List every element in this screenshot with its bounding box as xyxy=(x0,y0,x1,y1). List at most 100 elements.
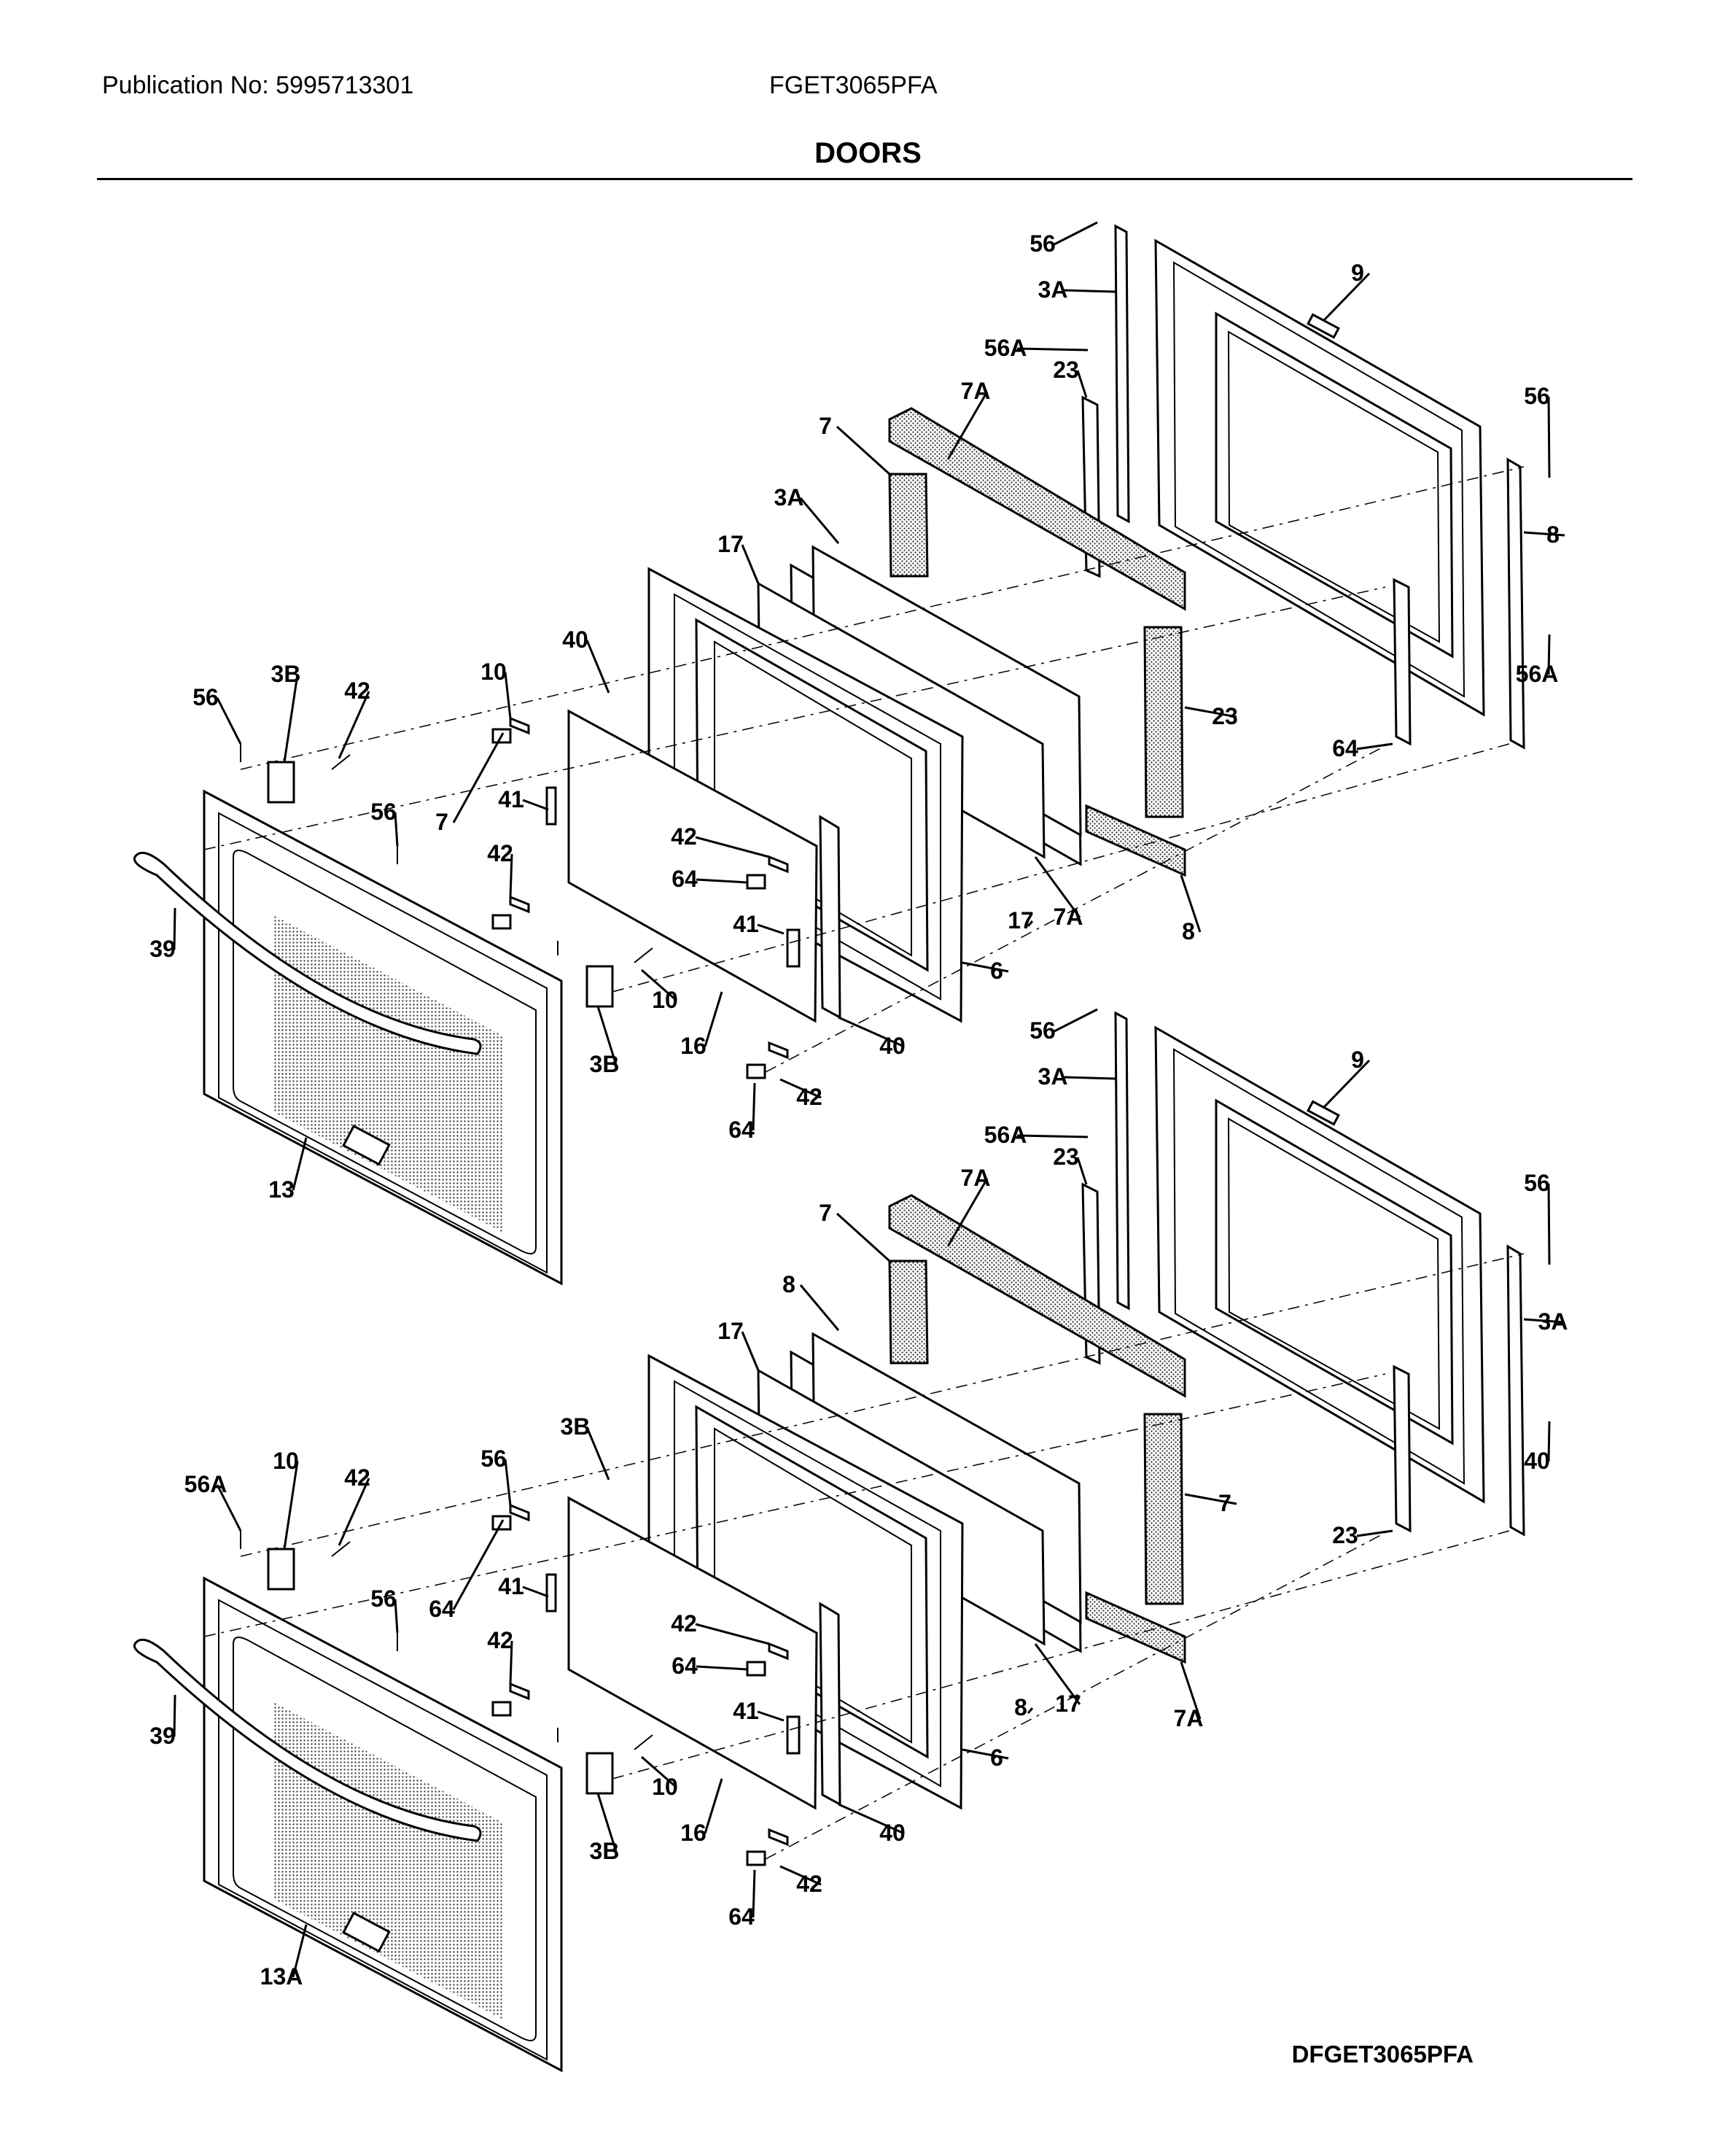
lower-callout-3a: 3A xyxy=(1538,1308,1568,1335)
upper-leader-line xyxy=(757,923,785,935)
upper-leader-line xyxy=(522,799,549,811)
lower-leader-line xyxy=(596,1793,618,1852)
upper-leader-line xyxy=(585,640,610,694)
lower-callout-40: 40 xyxy=(1524,1448,1550,1474)
upper-leader-line xyxy=(504,672,512,719)
upper-callout-10: 10 xyxy=(480,659,507,685)
lower-callout-9: 9 xyxy=(1351,1047,1364,1073)
model-number: FGET3065PFA xyxy=(769,71,938,99)
lower-leader-line xyxy=(838,1803,905,1835)
upper-leader-line xyxy=(1034,856,1081,918)
upper-leader-line xyxy=(704,991,723,1047)
lower-callout-56: 56 xyxy=(370,1586,397,1612)
lower-callout-64: 64 xyxy=(728,1903,755,1930)
lower-leader-line xyxy=(292,1924,308,1978)
lower-leader-line xyxy=(585,1427,610,1480)
upper-leader-line xyxy=(962,961,1009,973)
lower-callout-39: 39 xyxy=(149,1723,176,1749)
upper-leader-line xyxy=(283,674,299,763)
lower-leader-line xyxy=(394,1599,399,1634)
lower-leader-line xyxy=(509,1640,513,1685)
upper-leader-line xyxy=(779,1078,822,1099)
lower-callout-3b: 3B xyxy=(590,1838,620,1864)
lower-callout-64: 64 xyxy=(672,1653,698,1679)
lower-leader-line xyxy=(1064,1076,1116,1080)
lower-callout-7: 7 xyxy=(819,1200,832,1226)
upper-callout-7: 7 xyxy=(435,809,448,835)
lower-leader-line xyxy=(641,1755,677,1789)
section-title: DOORS xyxy=(814,137,922,169)
lower-leader-line xyxy=(1054,1008,1098,1033)
upper-callout-42: 42 xyxy=(796,1084,822,1110)
upper-callout-56: 56 xyxy=(192,684,219,710)
upper-callout-13: 13 xyxy=(268,1176,295,1203)
upper-leader-line xyxy=(946,391,989,460)
upper-callout-56: 56 xyxy=(1029,230,1056,257)
upper-leader-line xyxy=(695,836,770,858)
upper-callout-10: 10 xyxy=(652,987,678,1013)
upper-leader-line xyxy=(641,969,677,1002)
upper-callout-6: 6 xyxy=(990,958,1003,984)
lower-callout-23: 23 xyxy=(1332,1522,1358,1548)
publication-number: Publication No: 5995713301 xyxy=(102,71,414,99)
upper-callout-3b: 3B xyxy=(271,661,301,687)
upper-leader-line xyxy=(1054,221,1098,246)
lower-callout-41: 41 xyxy=(498,1573,524,1599)
upper-leader-line xyxy=(1027,920,1034,927)
upper-leader-line xyxy=(509,853,513,898)
lower-callout-7a: 7A xyxy=(1174,1705,1204,1731)
upper-callout-3a: 3A xyxy=(774,484,804,511)
lower-leader-line xyxy=(1016,1134,1089,1138)
lower-callout-41: 41 xyxy=(733,1698,759,1724)
lower-callout-17: 17 xyxy=(1055,1691,1081,1717)
upper-callout-3b: 3B xyxy=(590,1051,620,1077)
upper-leader-line xyxy=(1076,370,1088,398)
upper-leader-line xyxy=(338,691,370,759)
upper-callout-64: 64 xyxy=(1332,735,1358,761)
upper-leader-line xyxy=(799,497,840,544)
lower-leader-line xyxy=(216,1484,242,1532)
upper-callout-56: 56 xyxy=(1524,383,1550,409)
lower-callout-3b: 3B xyxy=(561,1413,591,1440)
upper-leader-line xyxy=(1523,531,1565,537)
upper-callout-17: 17 xyxy=(1008,907,1034,934)
lower-callout-13a: 13A xyxy=(260,1963,303,1990)
lower-callout-7a: 7A xyxy=(961,1165,991,1191)
lower-leader-line xyxy=(962,1748,1009,1760)
upper-callout-16: 16 xyxy=(680,1033,707,1059)
lower-callout-10: 10 xyxy=(273,1448,299,1474)
upper-callout-17: 17 xyxy=(717,531,744,557)
lower-leader-line xyxy=(338,1478,370,1546)
lower-callout-8: 8 xyxy=(782,1271,795,1297)
upper-leader-line xyxy=(752,1082,756,1131)
upper-callout-56a: 56A xyxy=(1516,661,1559,687)
upper-leader-line xyxy=(1016,347,1089,352)
lower-leader-line xyxy=(695,1623,770,1645)
upper-leader-line xyxy=(696,878,748,884)
lower-leader-line xyxy=(1322,1059,1371,1109)
upper-door-assembly: 563A956A237A7563A81756A403B4210567236441… xyxy=(133,221,1565,1285)
upper-callout-56a: 56A xyxy=(984,335,1027,361)
lower-leader-line xyxy=(704,1778,723,1834)
lower-leader-line xyxy=(1523,1318,1565,1324)
upper-callout-3a: 3A xyxy=(1038,276,1068,303)
lower-leader-line xyxy=(522,1586,549,1598)
upper-leader-line xyxy=(292,1137,308,1191)
lower-callout-10: 10 xyxy=(652,1774,678,1800)
upper-leader-line xyxy=(173,907,176,950)
upper-callout-56: 56 xyxy=(370,799,397,825)
lower-callout-23: 23 xyxy=(1053,1144,1079,1170)
upper-callout-42: 42 xyxy=(344,678,370,704)
lower-leader-line xyxy=(836,1212,891,1262)
upper-callout-8: 8 xyxy=(1546,521,1560,548)
lower-callout-42: 42 xyxy=(487,1627,513,1653)
upper-leader-line xyxy=(452,732,505,823)
upper-callout-8: 8 xyxy=(1182,918,1195,944)
lower-callout-16: 16 xyxy=(680,1820,707,1846)
lower-callout-56a: 56A xyxy=(984,1122,1027,1148)
lower-callout-56a: 56A xyxy=(184,1471,227,1497)
upper-callout-9: 9 xyxy=(1351,260,1364,286)
upper-leader-line xyxy=(596,1006,618,1066)
lower-leader-line xyxy=(1027,1707,1034,1714)
lower-callout-8: 8 xyxy=(1014,1694,1027,1720)
